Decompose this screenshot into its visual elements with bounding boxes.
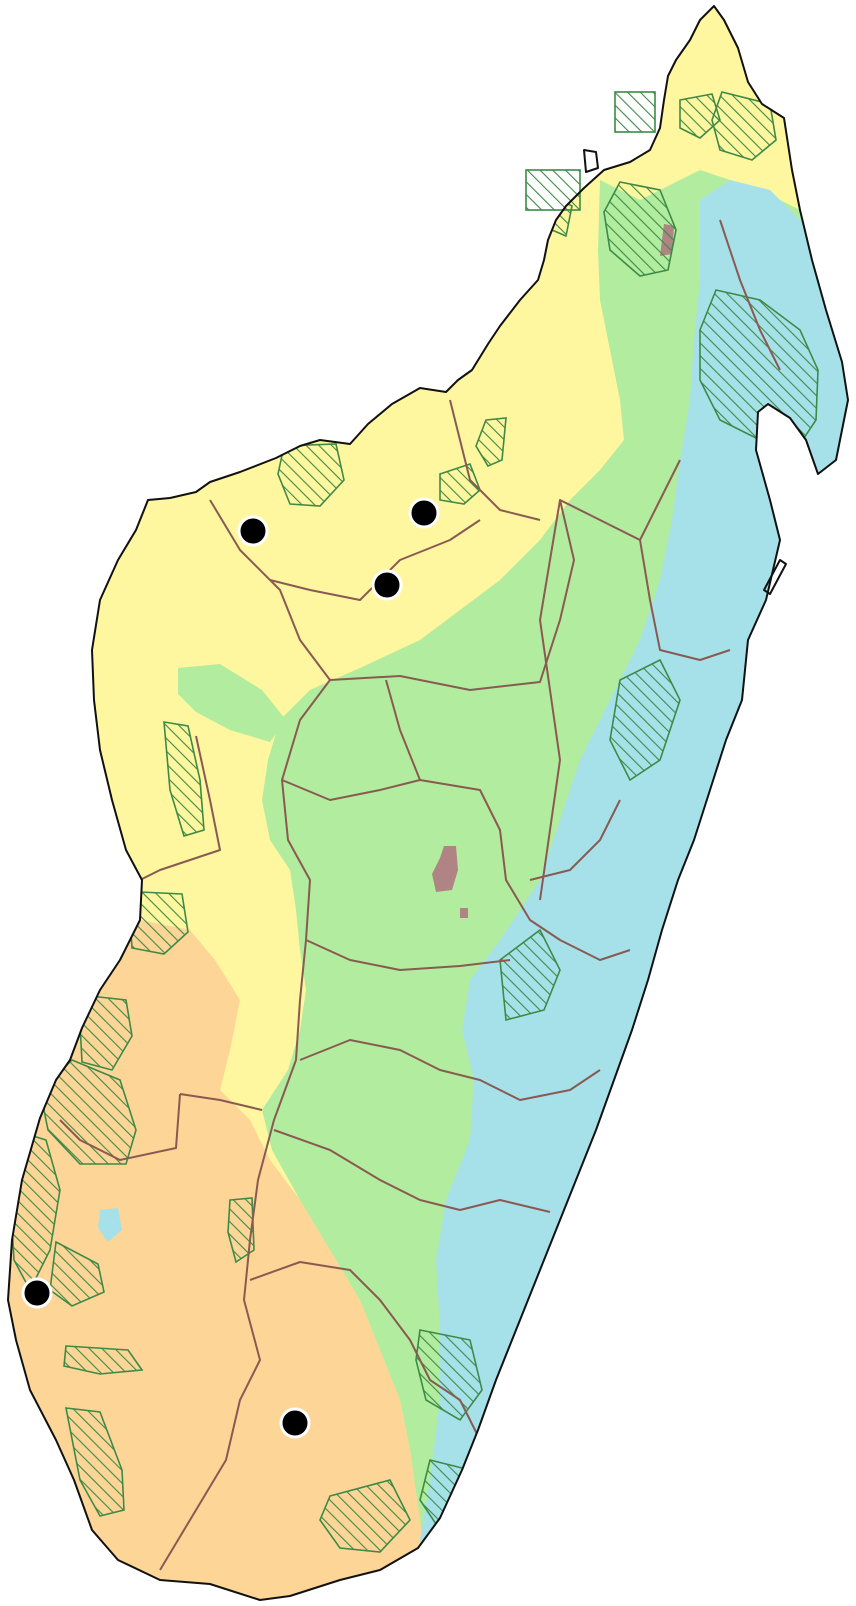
region-border	[385, 679, 421, 781]
site-marker-3	[371, 569, 403, 601]
region-border	[179, 1093, 263, 1111]
protected-area	[163, 721, 205, 837]
protected-area	[49, 1240, 105, 1307]
region-border	[639, 539, 731, 661]
region-border	[449, 399, 541, 521]
protected-area	[227, 1197, 255, 1264]
protected-area	[603, 181, 677, 277]
marine-protected-box-northwest	[525, 169, 581, 211]
protected-area	[63, 1345, 144, 1375]
site-markers	[21, 497, 440, 1439]
region-border	[529, 799, 621, 881]
subhumid-west-patch	[178, 664, 286, 742]
humid-lake-patch	[98, 1208, 122, 1242]
region-border	[299, 1039, 601, 1101]
montane-zone-2	[460, 908, 468, 918]
montane-zone-1	[432, 846, 458, 892]
site-marker-2	[408, 497, 440, 529]
island-east-islet	[763, 559, 787, 595]
protected-areas	[9, 91, 819, 1553]
protected-area	[439, 462, 481, 505]
protected-area	[475, 417, 507, 468]
region-border	[273, 1129, 551, 1213]
island-northeast-islet	[583, 149, 599, 173]
protected-area	[415, 1329, 483, 1422]
marine-protected-box-north	[614, 91, 656, 133]
region-border	[719, 219, 781, 371]
region-border	[249, 1261, 481, 1441]
protected-area	[277, 443, 345, 507]
region-border	[281, 779, 631, 961]
site-marker-4	[21, 1277, 53, 1309]
region-border	[59, 1093, 181, 1161]
site-marker-1	[237, 515, 269, 547]
region-border	[209, 459, 681, 691]
protected-area	[319, 1479, 411, 1553]
site-marker-5	[279, 1407, 311, 1439]
region-border	[139, 735, 221, 881]
protected-area	[609, 658, 681, 782]
region-border	[305, 939, 511, 971]
protected-area	[679, 93, 721, 139]
region-border	[159, 679, 331, 1571]
protected-area	[65, 1407, 125, 1517]
protected-area	[499, 928, 561, 1022]
region-border	[539, 499, 561, 901]
